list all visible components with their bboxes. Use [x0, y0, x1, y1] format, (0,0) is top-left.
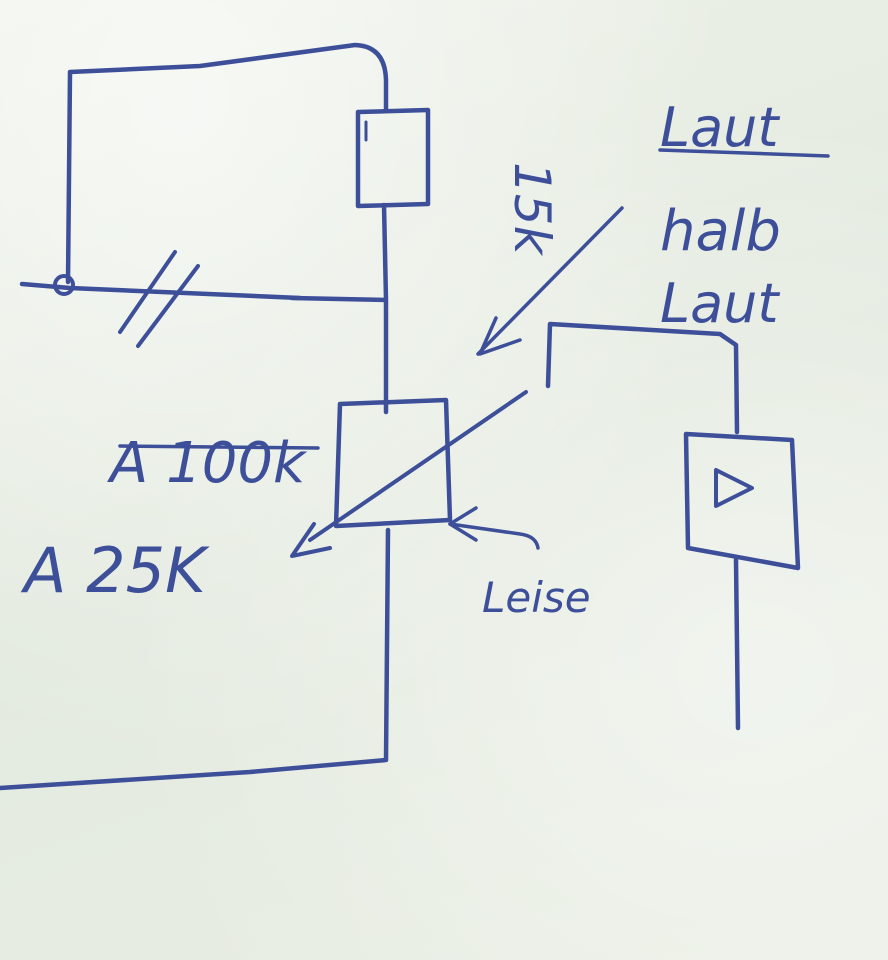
hatch-line — [136, 264, 200, 348]
pot-wiper — [308, 390, 528, 542]
leise-position-label: Leise — [482, 573, 591, 622]
halb-position-label: halb — [660, 199, 781, 264]
leise-pointer — [448, 506, 540, 550]
pot-rect — [333, 397, 453, 529]
bottom-wire — [0, 527, 391, 791]
amplifier — [683, 431, 801, 571]
halb-pointer — [476, 206, 624, 356]
wiper-arrowhead-icon — [290, 522, 332, 558]
laut-underline — [658, 148, 830, 158]
leise-arrow-line — [448, 522, 540, 550]
amp-output-wire — [733, 557, 741, 731]
switch-box — [355, 107, 431, 209]
amplifier-triangle-icon — [714, 468, 754, 508]
ground-node-icon — [53, 274, 75, 296]
ground-wire — [19, 281, 303, 301]
ground-hatch — [118, 250, 200, 348]
switch-value-label: 15k — [503, 162, 561, 257]
old-value-strike — [118, 444, 320, 450]
new-pot-value-label: A 25K — [20, 534, 210, 607]
halb-arrowhead-icon — [478, 316, 522, 356]
top-loop-wire — [65, 42, 389, 285]
halb-laut-position-label: Laut — [660, 272, 780, 335]
laut-position-label: Laut — [660, 96, 780, 159]
junction-to-pot-wire — [289, 202, 389, 415]
leise-arrowhead-icon — [448, 506, 478, 542]
amp-input-wire — [545, 321, 740, 435]
switch-rect — [355, 107, 431, 209]
amp-rect — [683, 431, 801, 571]
potentiometer — [290, 390, 528, 558]
hatch-line — [118, 250, 177, 334]
wiring — [0, 42, 741, 791]
halb-arrow-line — [476, 206, 624, 356]
old-pot-value-label: A 100k — [107, 431, 308, 496]
